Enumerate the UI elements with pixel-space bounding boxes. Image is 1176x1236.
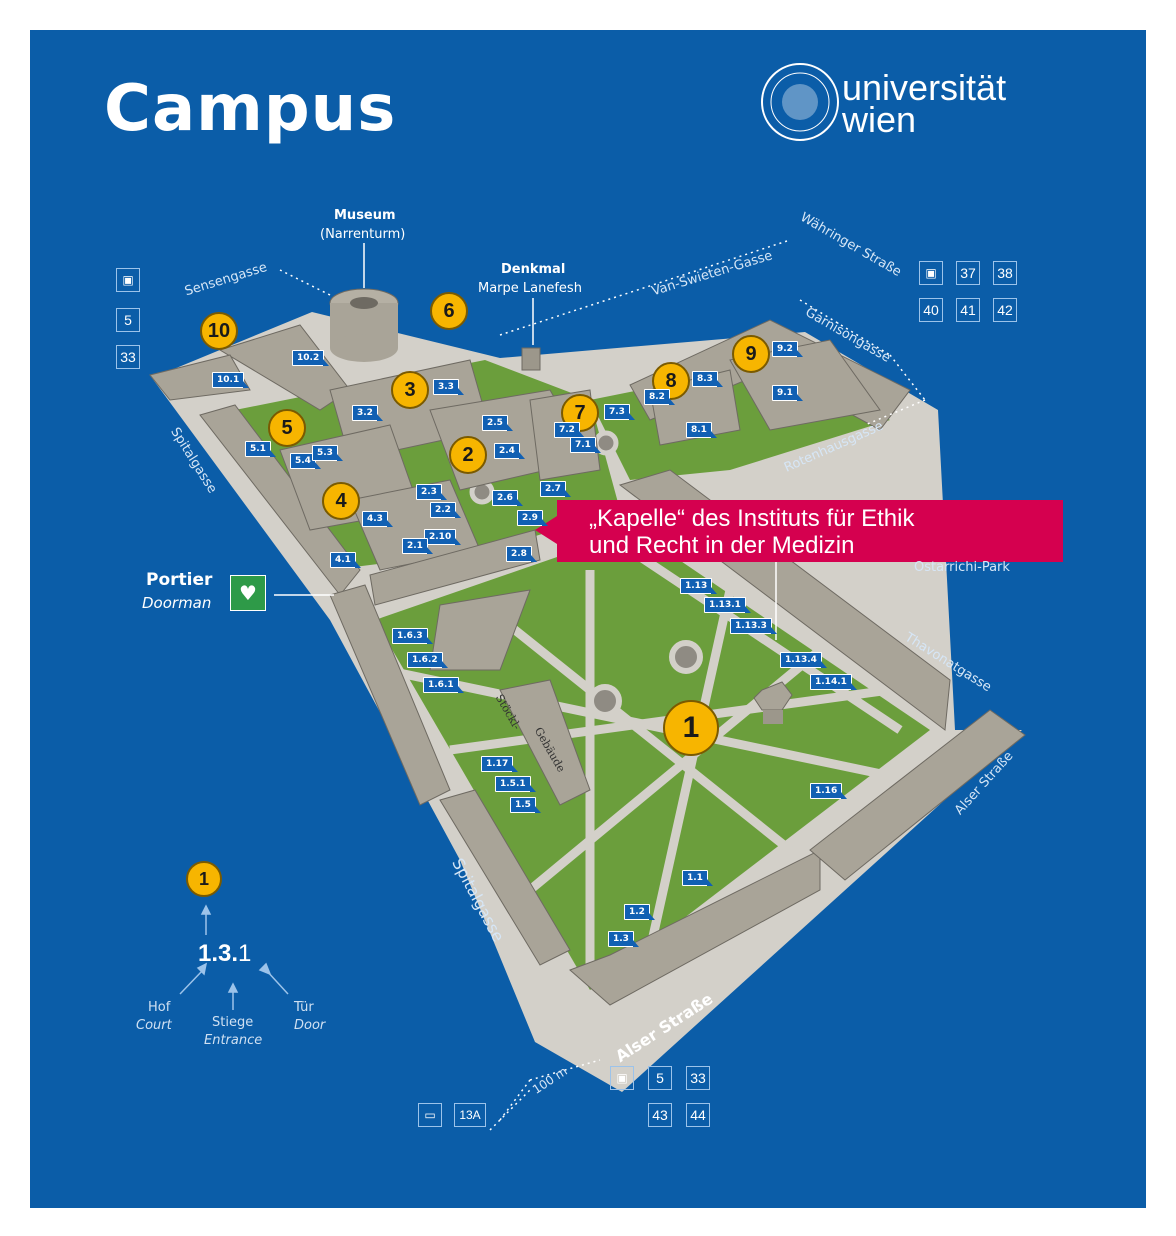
building-tag[interactable]: 10.2 bbox=[292, 350, 330, 366]
page-title: Campus bbox=[104, 72, 397, 146]
building-tag[interactable]: 4.3 bbox=[362, 511, 393, 527]
building-tag[interactable]: 2.8 bbox=[506, 546, 537, 562]
building-tag[interactable]: 1.13.1 bbox=[704, 597, 751, 613]
courtyard-marker-6[interactable]: 6 bbox=[430, 292, 468, 330]
building-tag[interactable]: 10.1 bbox=[212, 372, 250, 388]
building-tag[interactable]: 2.5 bbox=[482, 415, 513, 431]
building-tag[interactable]: 1.13.3 bbox=[730, 618, 777, 634]
tram-line: 43 bbox=[648, 1103, 672, 1127]
court-paths bbox=[384, 546, 911, 970]
denkmal-label: Denkmal bbox=[501, 262, 566, 277]
tram-icon: ▣ bbox=[610, 1066, 634, 1090]
building-tag[interactable]: 4.1 bbox=[330, 552, 361, 568]
building-tag[interactable]: 8.2 bbox=[644, 389, 675, 405]
legend-stiege: Stiege bbox=[212, 1015, 254, 1030]
building-tag[interactable]: 2.7 bbox=[540, 481, 571, 497]
main-court-grass bbox=[375, 530, 930, 990]
building-tag[interactable]: 9.1 bbox=[772, 385, 803, 401]
tram-icon: ▣ bbox=[116, 268, 140, 292]
bus-line: 13A bbox=[454, 1103, 486, 1127]
building-tag[interactable]: 2.1 bbox=[402, 538, 433, 554]
legend-code-bold: 1.3. bbox=[198, 940, 239, 967]
building-tag[interactable]: 5.4 bbox=[290, 453, 321, 469]
legend-hof-en: Court bbox=[136, 1018, 172, 1033]
building-tag[interactable]: 2.9 bbox=[517, 510, 548, 526]
legend-stiege-en: Entrance bbox=[204, 1033, 263, 1048]
courtyard-marker-7[interactable]: 7 bbox=[561, 394, 599, 432]
courtyard-marker-4[interactable]: 4 bbox=[322, 482, 360, 520]
university-logo-line1: universität bbox=[842, 67, 1007, 108]
legend-code: 1.3.1 bbox=[198, 940, 251, 968]
building-tag[interactable]: 1.6.2 bbox=[407, 652, 448, 668]
tram-line: 44 bbox=[686, 1103, 710, 1127]
tram-line: 33 bbox=[686, 1066, 710, 1090]
legend-code-light: 1 bbox=[238, 940, 252, 967]
building-tag[interactable]: 1.6.1 bbox=[423, 677, 464, 693]
kapelle-callout: „Kapelle“ des Instituts für Ethik und Re… bbox=[535, 500, 1063, 562]
building-tag[interactable]: 1.13.4 bbox=[780, 652, 827, 668]
university-logo-line2: wien bbox=[842, 99, 917, 140]
tram-line: 38 bbox=[993, 261, 1017, 285]
courtyard-marker-9[interactable]: 9 bbox=[732, 335, 770, 373]
tram-line: 41 bbox=[956, 298, 980, 322]
building-tag[interactable]: 1.6.3 bbox=[392, 628, 433, 644]
building-tag[interactable]: 7.1 bbox=[570, 437, 601, 453]
building-tag[interactable]: 1.13 bbox=[680, 578, 718, 594]
legend-courtyard-marker: 1 bbox=[186, 861, 222, 897]
campus-map-graphic bbox=[149, 63, 1026, 1131]
aed-icon: ♥ bbox=[230, 575, 266, 611]
tram-line: 37 bbox=[956, 261, 980, 285]
building-tag[interactable]: 3.2 bbox=[352, 405, 383, 421]
building-tag[interactable]: 1.5.1 bbox=[495, 776, 536, 792]
dotted-direction-lines bbox=[279, 239, 926, 1131]
building-tag[interactable]: 2.3 bbox=[416, 484, 447, 500]
building-tag[interactable]: 8.3 bbox=[692, 371, 723, 387]
denkmal-sublabel: Marpe Lanefesh bbox=[478, 281, 582, 296]
street-ostarrichi-park: Ostarrichi-Park bbox=[914, 560, 1010, 575]
campus-map-panel: Campus universität wien Museum (Narrentu… bbox=[30, 30, 1146, 1208]
building-tag[interactable]: 1.14.1 bbox=[810, 674, 857, 690]
tram-line: 5 bbox=[116, 308, 140, 332]
courtyard-marker-2[interactable]: 2 bbox=[449, 436, 487, 474]
tram-line: 40 bbox=[919, 298, 943, 322]
building-tag[interactable]: 1.17 bbox=[481, 756, 519, 772]
building-tag[interactable]: 5.1 bbox=[245, 441, 276, 457]
museum-label: Museum bbox=[334, 208, 396, 223]
building-tag[interactable]: 1.1 bbox=[682, 870, 713, 886]
callout-line1: „Kapelle“ des Instituts für Ethik bbox=[589, 505, 915, 532]
tram-icon: ▣ bbox=[919, 261, 943, 285]
building-tag[interactable]: 2.4 bbox=[494, 443, 525, 459]
building-tag[interactable]: 5.3 bbox=[312, 445, 343, 461]
building-tag[interactable]: 8.1 bbox=[686, 422, 717, 438]
courtyard-marker-5[interactable]: 5 bbox=[268, 409, 306, 447]
legend-tuer: Tür bbox=[294, 1000, 314, 1015]
building-tag[interactable]: 9.2 bbox=[772, 341, 803, 357]
bus-icon: ▭ bbox=[418, 1103, 442, 1127]
tram-line: 42 bbox=[993, 298, 1017, 322]
courtyard-marker-1[interactable]: 1 bbox=[663, 700, 719, 756]
building-tag[interactable]: 2.6 bbox=[492, 490, 523, 506]
legend-tuer-en: Door bbox=[294, 1018, 326, 1033]
courtyard-marker-3[interactable]: 3 bbox=[391, 371, 429, 409]
building-tag[interactable]: 7.2 bbox=[554, 422, 585, 438]
tram-line: 33 bbox=[116, 345, 140, 369]
building-tag[interactable]: 7.3 bbox=[604, 404, 635, 420]
building-tag[interactable]: 2.2 bbox=[430, 502, 461, 518]
building-tag[interactable]: 1.3 bbox=[608, 931, 639, 947]
portier-label: Portier bbox=[146, 570, 213, 590]
legend-hof: Hof bbox=[148, 1000, 171, 1015]
building-tag[interactable]: 3.3 bbox=[433, 379, 464, 395]
building-tag[interactable]: 1.16 bbox=[810, 783, 848, 799]
tram-line: 5 bbox=[648, 1066, 672, 1090]
legend-arrows bbox=[179, 904, 289, 1010]
portier-sublabel: Doorman bbox=[142, 594, 212, 612]
courtyard-marker-10[interactable]: 10 bbox=[200, 312, 238, 350]
museum-sublabel: (Narrenturm) bbox=[320, 227, 406, 242]
callout-line2: und Recht in der Medizin bbox=[589, 532, 855, 559]
building-tag[interactable]: 2.10 bbox=[424, 529, 462, 545]
building-tag[interactable]: 1.5 bbox=[510, 797, 541, 813]
building-tag[interactable]: 1.2 bbox=[624, 904, 655, 920]
